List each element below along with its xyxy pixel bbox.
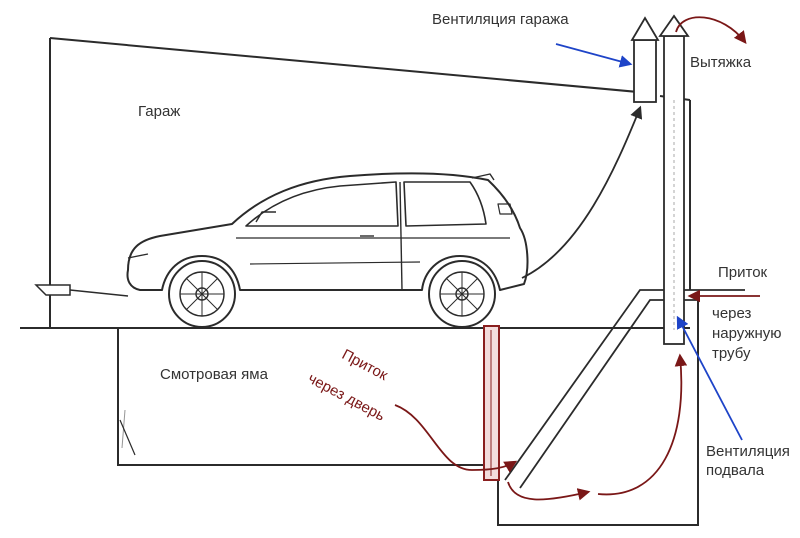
outer-inflow-title: Приток [718, 264, 768, 281]
inlet-grille [34, 284, 129, 297]
car [126, 172, 529, 291]
front-wheel [168, 260, 236, 328]
garage-vent-pipe [630, 16, 660, 103]
basement-floor-flow-arrow [507, 481, 591, 501]
rear-wheel [428, 260, 496, 328]
basement-vent-pointer [676, 315, 743, 441]
garage-airflow-arrow [521, 105, 643, 279]
garage-label: Гараж [138, 103, 181, 120]
garage-vent-pointer [555, 43, 633, 68]
garage-outline [20, 37, 691, 329]
door-inflow-arrow [394, 404, 518, 473]
outer-inflow-line1: через [712, 305, 752, 322]
outer-inflow-line2: наружную [712, 325, 782, 342]
outer-inflow-line3: трубу [712, 345, 751, 362]
basement-vent-label-1: Вентиляция [706, 443, 790, 460]
exhaust-label: Вытяжка [690, 54, 752, 71]
exhaust-swirl-arrow [675, 16, 747, 44]
garage-vent-label: Вентиляция гаража [432, 11, 569, 28]
pit-label: Смотровая яма [160, 366, 268, 383]
basement-vent-label-2: подвала [706, 462, 765, 479]
exhaust-pipe [658, 14, 690, 345]
basement-rise-flow-arrow [597, 353, 688, 496]
